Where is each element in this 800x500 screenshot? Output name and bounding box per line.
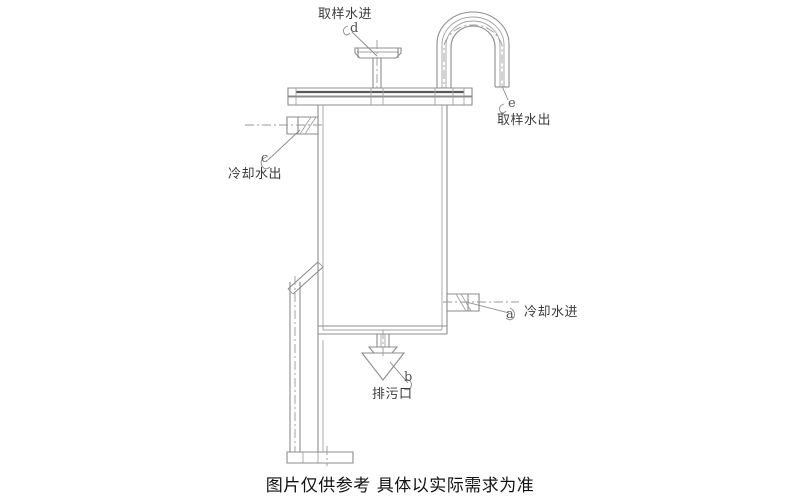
callout-label-sample-water-out: 取样水出 <box>497 113 552 128</box>
callout-marker-c: c <box>261 151 269 166</box>
callout-leader-lines <box>260 25 515 391</box>
drain-port-valve <box>362 330 404 380</box>
callout-label-cooling-water-in: 冷却水进 <box>524 305 579 320</box>
top-flange-cover <box>288 88 472 105</box>
callout-label-sample-water-in: 取样水进 <box>318 7 373 22</box>
u-bend-outlet-pipe <box>437 12 509 96</box>
vessel-shell-body <box>318 105 447 334</box>
callout-label-cooling-water-out: 冷却水出 <box>228 167 283 182</box>
cooling-water-outlet-nozzle <box>245 117 322 134</box>
callout-marker-a: a <box>506 307 514 322</box>
reference-caption: 图片仅供参考 具体以实际需求为准 <box>265 476 535 496</box>
callout-marker-d: d <box>350 21 359 36</box>
cooling-water-inlet-nozzle <box>443 294 519 311</box>
callout-marker-e: e <box>508 96 516 111</box>
callout-label-drain-port: 排污口 <box>372 387 413 402</box>
support-structure <box>287 262 447 466</box>
callout-marker-b: b <box>404 370 413 385</box>
